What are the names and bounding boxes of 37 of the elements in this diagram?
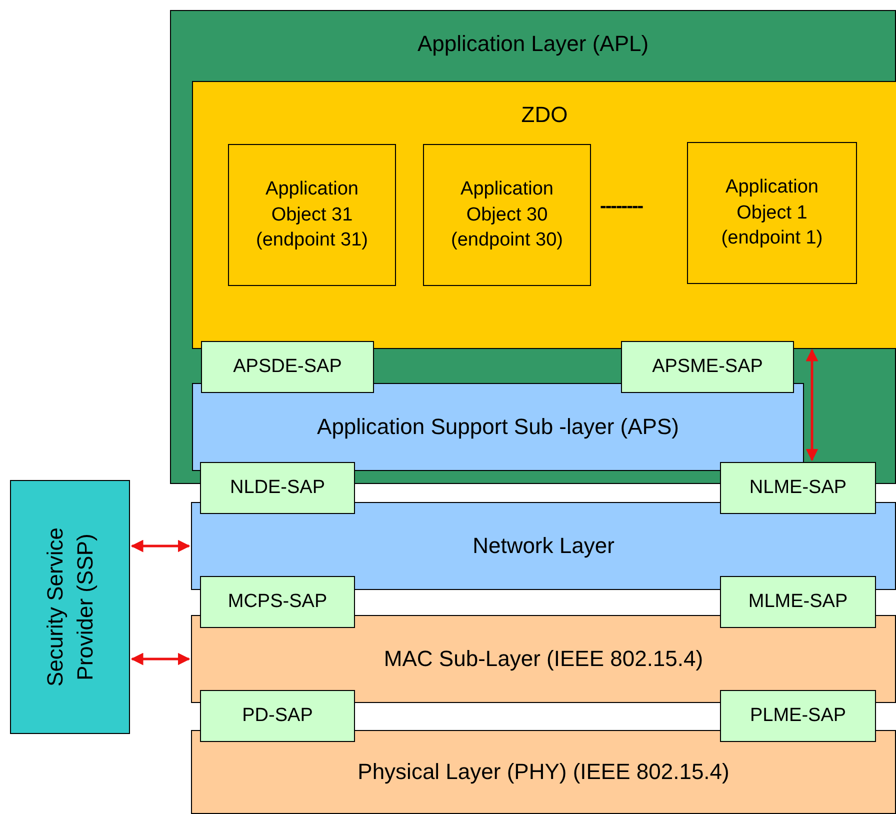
object-box <box>228 144 396 286</box>
layer-title: Application Support Sub -layer (APS) <box>316 413 680 442</box>
double-arrow <box>130 540 190 552</box>
sap-box <box>201 341 374 393</box>
sap-label: NLDE-SAP <box>228 476 326 500</box>
sap-box <box>200 462 355 514</box>
layer-title: Security Service Provider (SSP) <box>41 526 98 688</box>
object-box <box>423 144 591 286</box>
layer-box <box>192 383 804 471</box>
layer-box <box>191 730 896 814</box>
object-label: Application Object 30 (endpoint 30) <box>450 178 564 253</box>
sap-box <box>200 576 355 628</box>
ellipsis-text: -------- <box>600 196 643 218</box>
sap-label: PD-SAP <box>241 704 314 728</box>
sap-label: APSME-SAP <box>651 355 764 380</box>
sap-box <box>621 341 794 393</box>
zdo-box <box>192 81 896 349</box>
provider-box <box>10 480 130 734</box>
double-arrow <box>806 348 818 462</box>
sap-label: MLME-SAP <box>747 590 849 614</box>
sap-box <box>200 690 355 742</box>
double-arrow <box>130 652 190 666</box>
sap-box <box>720 576 876 628</box>
sap-box <box>720 462 876 514</box>
object-box <box>687 142 857 284</box>
sap-label: MCPS-SAP <box>226 590 328 614</box>
sap-label: APSDE-SAP <box>232 355 343 380</box>
sap-box <box>720 690 876 742</box>
layer-title: Application Layer (APL) <box>417 30 649 58</box>
layer-title: Network Layer <box>472 532 616 560</box>
layer-title: MAC Sub-Layer (IEEE 802.15.4) <box>382 645 704 674</box>
layer-title: Physical Layer (PHY) (IEEE 802.15.4) <box>356 758 730 786</box>
sap-label: PLME-SAP <box>748 704 848 728</box>
object-label: Application Object 1 (endpoint 1) <box>720 176 824 251</box>
sap-label: NLME-SAP <box>748 476 848 500</box>
object-label: Application Object 31 (endpoint 31) <box>255 178 369 253</box>
layer-title: ZDO <box>521 101 568 129</box>
